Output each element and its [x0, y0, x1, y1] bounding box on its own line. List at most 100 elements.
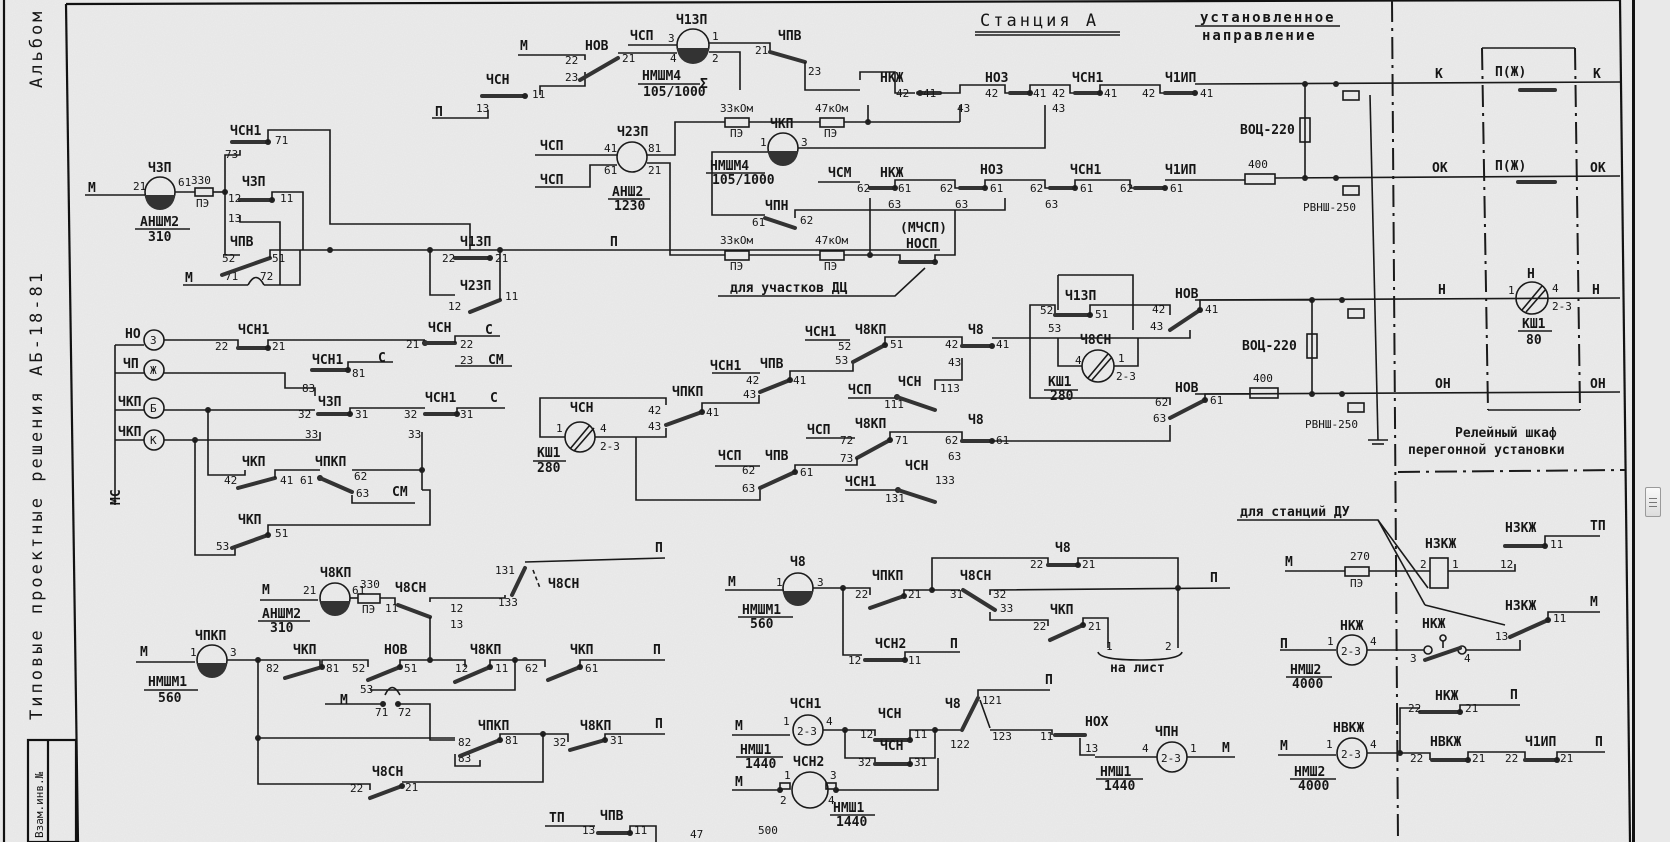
- pin-number: 111: [884, 398, 904, 411]
- contact-label: НОВ: [1175, 287, 1199, 302]
- scrollbar-thumb[interactable]: [1645, 487, 1661, 517]
- relay-value: 105/1000: [643, 85, 706, 100]
- junction-or-coil: [327, 247, 333, 253]
- pin-number: 83: [302, 382, 315, 395]
- wire: [510, 566, 527, 597]
- nosp-label: НОСП: [906, 237, 937, 252]
- pin-number: 11: [385, 602, 398, 615]
- pin: 4: [600, 422, 607, 435]
- vertical-scrollbar[interactable]: [1632, 0, 1670, 842]
- relay-type: НМШМ1: [148, 675, 187, 690]
- wire: [207, 410, 246, 476]
- pin: 1: [1326, 738, 1333, 751]
- wire: [709, 51, 741, 90]
- pin-number: 133: [935, 474, 955, 487]
- pin-number: 62: [945, 434, 958, 447]
- pin: 61: [178, 176, 191, 189]
- wire: [267, 489, 431, 535]
- pin: 4: [826, 715, 833, 728]
- wire: [664, 410, 704, 427]
- wire: [758, 470, 797, 490]
- contact-label: ЧСН1: [1070, 163, 1101, 178]
- relay-value: 4000: [1298, 779, 1329, 794]
- pin-number: 22: [855, 588, 868, 601]
- arrester-label: РВНШ-250: [1303, 201, 1356, 214]
- relay-name: ЧПН: [1155, 725, 1178, 740]
- resistor-type: ПЭ: [196, 197, 209, 210]
- wire: [396, 603, 432, 619]
- pin-number: 61: [990, 182, 1003, 195]
- contact-label: ЧПВ: [230, 235, 254, 250]
- wire: [368, 784, 404, 800]
- relay-4kp: 33кОм ПЭ 47кОм ПЭ ЧКП 1 3 НМШМ4 105/1000…: [706, 102, 1046, 297]
- wire: [398, 703, 455, 741]
- document-viewer: Альбом I Типовые проектные решения АБ-18…: [0, 0, 1632, 842]
- pin-number: 62: [525, 662, 538, 675]
- pin-number: 21: [495, 252, 508, 265]
- pin-number: 23: [460, 354, 473, 367]
- side-title: Альбом I Типовые проектные решения АБ-18…: [27, 0, 47, 838]
- station-title: Станция А: [980, 11, 1099, 31]
- wire: [768, 50, 807, 64]
- bus-label: М: [340, 693, 348, 708]
- relay-type: АНШМ2: [140, 215, 179, 230]
- contact-label: НОВ: [384, 643, 408, 658]
- relay-value: 280: [537, 461, 561, 476]
- bus-label: М: [262, 583, 270, 598]
- lamp-relay: ЧКП: [118, 395, 141, 410]
- wire: [579, 659, 665, 667]
- wire: [1424, 604, 1506, 626]
- relay-type: НМШ1: [833, 801, 864, 816]
- wire: [794, 458, 858, 472]
- note-sheet: на лист: [1110, 661, 1165, 676]
- bus-label: ТП: [1590, 519, 1606, 534]
- wire: [1459, 704, 1520, 712]
- direction-note-1: установленное: [1200, 10, 1336, 26]
- junction-or-coil: [1339, 391, 1345, 397]
- pin-number: 41: [1033, 87, 1046, 100]
- pin-number: 62: [1120, 182, 1133, 195]
- relay-type: НМШ1: [1100, 765, 1131, 780]
- junction-or-coil: [487, 255, 493, 261]
- contact-label: ЧПКП: [478, 719, 509, 734]
- relay-type: КШ1: [1522, 317, 1546, 332]
- contact-label: ЧСН1: [710, 359, 741, 374]
- junction-or-coil: [791, 771, 829, 809]
- resistor-400: [1249, 387, 1279, 399]
- pin-number: 22: [565, 54, 578, 67]
- pin-number: 61: [1080, 182, 1093, 195]
- wire: [851, 343, 887, 364]
- contact-label: ЧСП: [848, 383, 871, 398]
- contact-label: ЧПВ: [765, 449, 789, 464]
- wire: [904, 651, 960, 660]
- pin-number: 53: [835, 354, 848, 367]
- pin-number: 133: [498, 596, 518, 609]
- relay-value: 560: [750, 617, 774, 632]
- relay-value: 1440: [836, 815, 867, 830]
- wire: [429, 595, 506, 602]
- pin-number: 53: [1048, 322, 1061, 335]
- pin: 1: [1327, 635, 1334, 648]
- pin-number: 21: [272, 340, 285, 353]
- wire: [370, 660, 516, 691]
- pin-number: 81: [505, 734, 518, 747]
- lamp-yellow: ЧП Ж: [123, 357, 165, 381]
- pin-number: 31: [950, 588, 963, 601]
- pin-number: 12: [448, 300, 461, 313]
- contact-label: НКЖ: [880, 166, 904, 181]
- wire: [532, 569, 541, 589]
- pin-number: 13: [476, 102, 489, 115]
- relay-value: 1440: [1104, 779, 1135, 794]
- contact-label: ЧПВ: [600, 809, 624, 824]
- wire: [711, 151, 768, 216]
- junction-or-coil: [917, 90, 923, 96]
- wire: [804, 62, 860, 91]
- direction-note-2: направление: [1202, 28, 1317, 44]
- pin-number: 11: [532, 88, 545, 101]
- component-body: [779, 782, 791, 790]
- line-h-label: Н: [1438, 283, 1446, 298]
- pin-number: 52: [1040, 304, 1053, 317]
